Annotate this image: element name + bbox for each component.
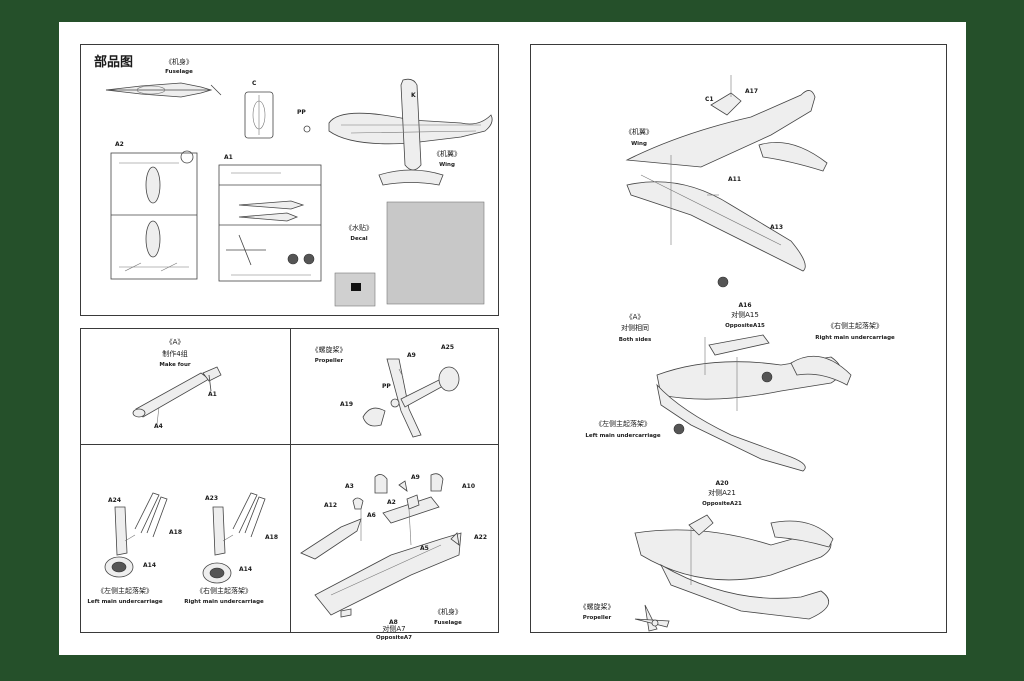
fuselage-assembly-label-en: Fuselage [434,620,462,626]
wing-label-en: Wing [439,162,455,168]
opposite-a21-label-en: OppositeA21 [702,501,742,507]
undercarriage-panel: A24 A18 A14 《左侧主起落架》 Left main undercarr… [80,444,291,633]
instruction-sheet: 部品图 《机身》 Fuselage C PP A2 A1 K 《机翼》 Wing… [59,22,966,655]
opposite-a15-label-cn: 对侧A15 [731,311,759,319]
part-a22-label: A22 [474,534,487,541]
part-pp-label: PP [382,383,391,390]
step-a-instruction-cn: 制作4组 [162,350,188,358]
sprue-a2-drawing [110,150,198,280]
step-a-instruction-en: Make four [159,362,191,368]
part-a4-label: A4 [154,423,163,430]
part-a14-left-label: A14 [143,562,156,569]
propeller-label-en: Propeller [314,358,344,364]
fuselage-assembly-label-cn: 《机身》 [434,608,462,616]
part-a1-label: A1 [208,391,217,398]
sprue-k-label: K [411,92,416,99]
step-a-art [132,366,222,425]
sprue-a1-drawing [218,164,322,282]
sprue-a1-label: A1 [224,154,233,161]
right-undercarriage-label-en: Right main undercarriage [184,599,264,605]
assembly-page-panel: C1 A17 《机翼》 Wing A11 A13 《A》 对侧相同 Both s… [530,44,947,633]
part-a14-right-label: A14 [239,566,252,573]
top-wing-label-en: Wing [631,141,647,147]
propeller-label-cn: 《螺旋桨》 [311,346,347,354]
top-assembly-drawing [625,75,828,288]
part-c1-label: C1 [705,96,714,103]
left-undercarriage-label-en: Left main undercarriage [585,433,661,439]
part-a16-label: A16 [738,302,752,309]
opposite-a21-label-cn: 对侧A21 [708,489,736,497]
part-a23-label: A23 [205,495,218,502]
middle-assembly-drawing [656,334,852,472]
part-a19-label: A19 [340,401,353,408]
middle-ref-label: 《A》 [625,313,645,321]
part-a13-label: A13 [770,224,783,231]
part-a20-label: A20 [715,480,729,487]
right-undercarriage-label-cn: 《右侧主起落架》 [196,587,252,595]
part-a6-label: A6 [367,512,376,519]
bottom-assembly-drawing [634,514,834,632]
fuselage-drawing [105,82,222,98]
part-a3-label: A3 [345,483,354,490]
sprue-a2-label: A2 [115,141,124,148]
right-undercarriage-label-en: Right main undercarriage [815,335,895,341]
left-undercarriage-label-cn: 《左侧主起落架》 [97,587,153,595]
left-undercarriage-label-cn: 《左侧主起落架》 [595,420,651,428]
decal-label-en: Decal [350,236,368,242]
part-a25-label: A25 [441,344,454,351]
part-a10-label: A10 [462,483,475,490]
sprue-c-drawing [244,91,274,139]
fuselage-label-cn: 《机身》 [165,58,193,66]
part-a24-label: A24 [108,497,121,504]
part-a5-label: A5 [420,545,429,552]
part-a11-label: A11 [728,176,741,183]
page-title: 部品图 [94,55,134,70]
fuselage-assembly-panel: A3 A9 A10 A12 A6 A2 A5 A22 A8 对侧A7 Oppos… [290,444,499,641]
undercarriage-art [104,492,266,584]
opposite-a7-label-en: OppositeA7 [376,635,412,641]
decal-label-cn: 《水贴》 [345,224,373,232]
part-a9-label: A9 [407,352,416,359]
parts-diagram-art [105,78,493,307]
step-a-ref: 《A》 [165,338,185,346]
part-a18-right-label: A18 [265,534,278,541]
fuselage-assembly-art [300,473,462,618]
both-sides-label-cn: 对侧相同 [621,324,649,332]
parts-diagram-panel: 部品图 《机身》 Fuselage C PP A2 A1 K 《机翼》 Wing… [80,44,499,316]
bottom-propeller-label-en: Propeller [582,615,612,621]
sprue-c-label: C [252,80,257,87]
part-a2-label: A2 [387,499,396,506]
sprue-pp-label: PP [297,109,306,116]
propeller-art [362,358,460,438]
sprue-pp-drawing [303,125,311,133]
right-undercarriage-label-cn: 《右侧主起落架》 [827,322,883,330]
decal-sheet-drawing [334,201,485,307]
part-a17-label: A17 [745,88,758,95]
part-a8-label: A8 [389,619,398,626]
step-a-panel: 《A》 制作4组 Make four A1 A4 [80,328,291,445]
part-a12-label: A12 [324,502,337,509]
part-a9-label: A9 [411,474,420,481]
fuselage-label-en: Fuselage [165,69,193,75]
opposite-a7-label-cn: 对侧A7 [382,625,406,633]
bottom-propeller-label-cn: 《螺旋桨》 [579,603,615,611]
left-undercarriage-label-en: Left main undercarriage [87,599,163,605]
assembly-page-art [625,75,852,632]
opposite-a15-label-en: OppositeA15 [725,323,765,329]
top-wing-label-cn: 《机翼》 [625,128,653,136]
part-a18-left-label: A18 [169,529,182,536]
propeller-panel: 《螺旋桨》 Propeller A9 A25 PP A19 [290,328,499,445]
wing-drawing [328,78,493,186]
wing-label-cn: 《机翼》 [433,150,461,158]
both-sides-label-en: Both sides [618,337,652,343]
